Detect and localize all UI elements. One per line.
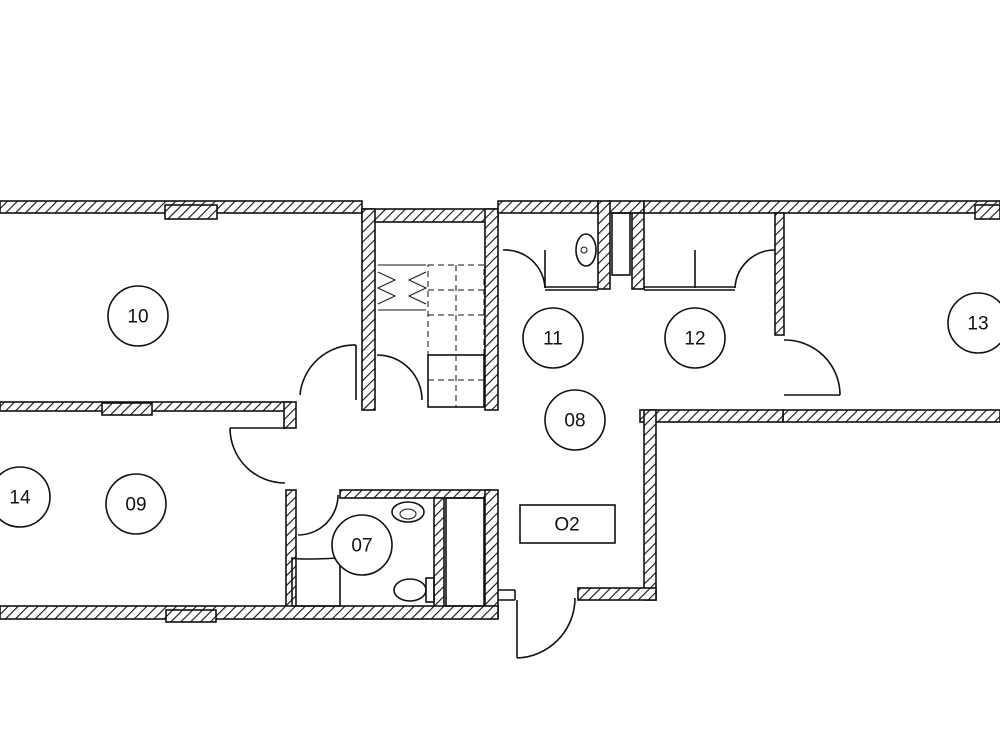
wall-bath-top xyxy=(339,489,491,499)
wall-bath-left xyxy=(285,489,297,609)
room-10-bubble xyxy=(107,285,169,347)
room-13-label: 13 xyxy=(967,314,988,335)
wall-12-13 xyxy=(774,212,785,336)
door-11 xyxy=(502,249,546,289)
window-top-left xyxy=(164,204,218,220)
wall-below-08 xyxy=(639,409,784,423)
room-10-label: 10 xyxy=(127,307,148,328)
washbasin-icon xyxy=(391,501,425,523)
walls xyxy=(0,200,1000,623)
staircase xyxy=(376,264,485,408)
room-09-label: 09 xyxy=(125,495,146,516)
fixtures xyxy=(291,212,631,607)
wall-stair-left xyxy=(361,208,376,411)
toilet-icon xyxy=(393,578,427,602)
room-09-bubble xyxy=(105,473,167,535)
wall-bottom xyxy=(0,605,499,620)
apartment-tag: O2 xyxy=(554,515,579,536)
room-07-label: 07 xyxy=(351,536,372,557)
door-07 xyxy=(297,494,339,536)
window-10-09 xyxy=(101,402,153,416)
door-13 xyxy=(783,339,841,396)
room-11-bubble xyxy=(522,307,584,369)
door-entrance xyxy=(516,597,576,659)
room-11-label: 11 xyxy=(543,329,563,350)
room-13-bubble xyxy=(947,292,1000,354)
wall-bath-inner xyxy=(433,497,445,609)
window-top-right xyxy=(974,204,1000,220)
door-12 xyxy=(734,249,776,289)
wall-corridor-bottom xyxy=(577,587,657,601)
room-07-bubble xyxy=(331,514,393,576)
door-09 xyxy=(229,427,286,484)
wall-stair-top xyxy=(361,208,499,223)
room-14-bubble xyxy=(0,466,51,528)
room-labels: 10 11 12 13 14 09 08 07 O2 xyxy=(0,285,1000,576)
wall-bath-right xyxy=(484,489,499,619)
wall-corridor-right xyxy=(643,409,657,601)
apartment-tag-box xyxy=(519,504,616,544)
wall-top-right xyxy=(643,200,1000,214)
wall-top-mid xyxy=(497,200,599,214)
bathtub xyxy=(445,497,485,607)
door-stair xyxy=(376,354,423,401)
wall-stair-right xyxy=(484,208,499,411)
room-08-bubble xyxy=(544,389,606,451)
room-08-label: 08 xyxy=(564,411,585,432)
window-bottom xyxy=(165,609,217,623)
room-14-label: 14 xyxy=(9,488,31,509)
doors xyxy=(229,249,841,659)
wall-top-mid2 xyxy=(607,200,645,214)
shower-icon xyxy=(291,556,341,607)
wall-below-13 xyxy=(782,409,1000,423)
room-12-bubble xyxy=(664,307,726,369)
wall-10-09-end xyxy=(283,401,297,429)
sink-11-icon xyxy=(575,233,597,267)
wall-shaft-right xyxy=(631,212,645,290)
wall-shaft-left xyxy=(597,200,611,290)
room-12-label: 12 xyxy=(684,329,705,350)
shaft-cabinet xyxy=(611,212,631,276)
door-10 xyxy=(299,344,357,396)
